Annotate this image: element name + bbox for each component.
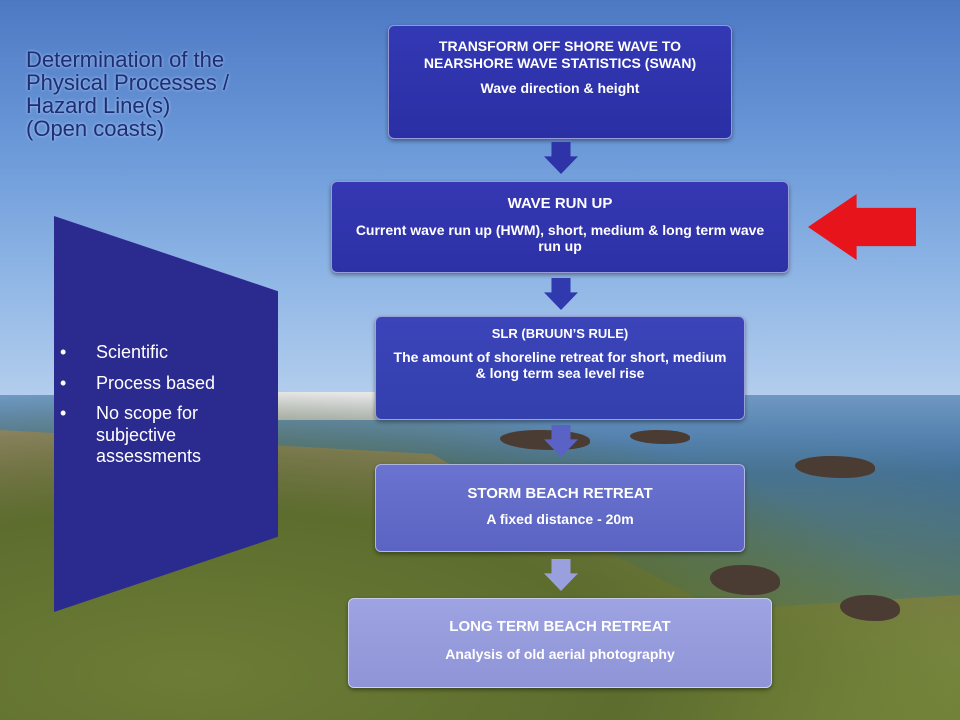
rock: [710, 565, 780, 595]
list-item: No scope for subjective assessments: [60, 403, 270, 468]
flow-step-storm-beach-retreat: STORM BEACH RETREAT A fixed distance - 2…: [375, 464, 745, 552]
flow-step-heading: SLR (BRUUN’S RULE): [491, 326, 629, 341]
page-title: Determination of the Physical Processes …: [26, 48, 316, 140]
flow-step-long-term-beach-retreat: LONG TERM BEACH RETREAT Analysis of old …: [348, 598, 772, 688]
flow-step-wave-run-up: WAVE RUN UP Current wave run up (HWM), s…: [331, 181, 789, 273]
flow-step-detail: Wave direction & height: [480, 79, 640, 96]
flow-step-detail: The amount of shoreline retreat for shor…: [393, 349, 727, 382]
title-line: Hazard Line(s): [26, 93, 171, 119]
rock: [840, 595, 900, 621]
rock: [630, 430, 690, 444]
flow-step-detail: A fixed distance - 20m: [486, 511, 634, 527]
list-item: Scientific: [60, 342, 270, 364]
rock: [795, 456, 875, 478]
title-line: Physical Processes /: [26, 70, 229, 96]
flow-step-slr: SLR (BRUUN’S RULE) The amount of shoreli…: [375, 316, 745, 420]
flow-step-detail: Analysis of old aerial photography: [445, 646, 675, 662]
flow-step-heading: WAVE RUN UP: [507, 195, 613, 212]
flow-step-heading: TRANSFORM OFF SHORE WAVE TO NEARSHORE WA…: [423, 38, 697, 71]
list-item: Process based: [60, 373, 270, 395]
characteristics-list: Scientific Process based No scope for su…: [60, 342, 270, 477]
flow-step-swan: TRANSFORM OFF SHORE WAVE TO NEARSHORE WA…: [388, 25, 732, 139]
flow-step-heading: STORM BEACH RETREAT: [467, 485, 653, 502]
flow-step-heading: LONG TERM BEACH RETREAT: [449, 618, 671, 635]
title-line: Determination of the: [26, 47, 225, 72]
title-line: (Open coasts): [26, 116, 165, 142]
flow-step-detail: Current wave run up (HWM), short, medium…: [355, 222, 765, 255]
